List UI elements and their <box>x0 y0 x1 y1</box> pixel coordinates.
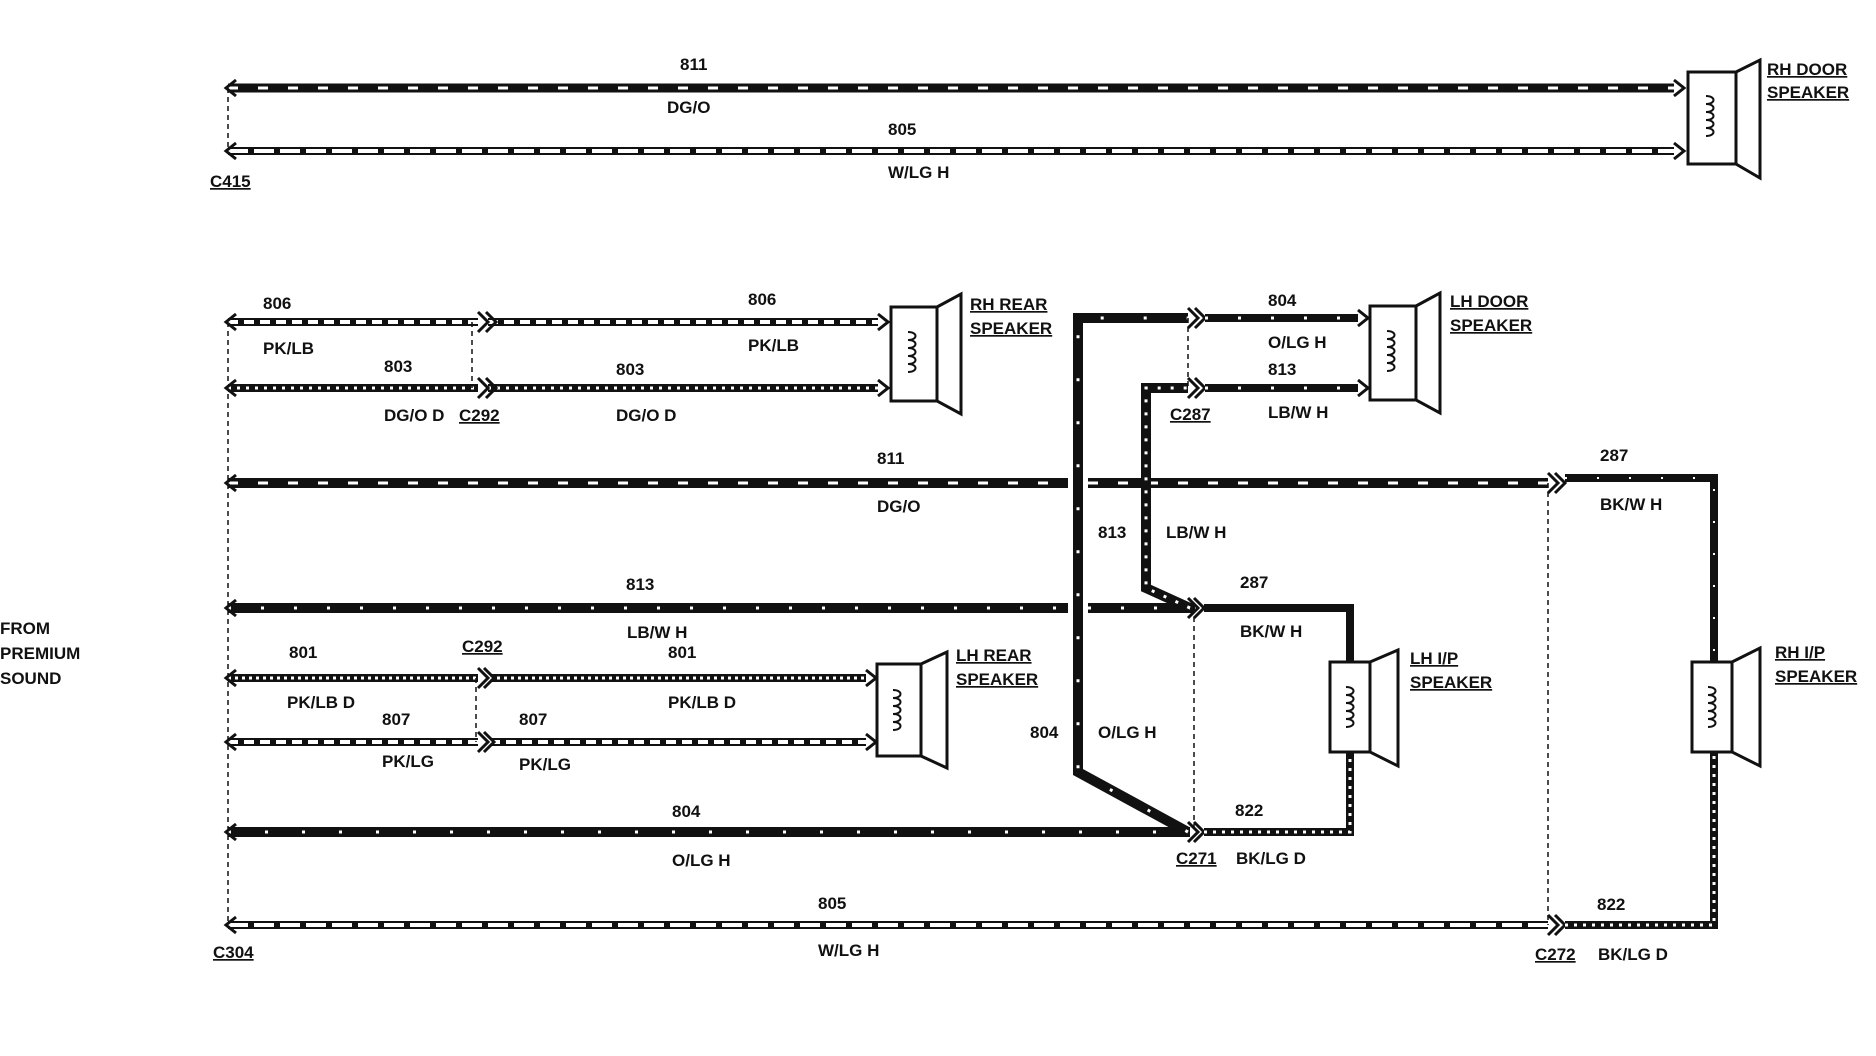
rh-door-speaker-icon <box>1673 57 1762 181</box>
source-label-3: SOUND <box>0 669 61 688</box>
wire-822-lhip-number: 822 <box>1235 801 1263 820</box>
wire-807-right-color: PK/LG <box>519 755 571 774</box>
wire-803-right-color: DG/O D <box>616 406 676 425</box>
wire-804-vert-number: 804 <box>1030 723 1059 742</box>
lh-ip-speaker-label-2: SPEAKER <box>1410 673 1492 692</box>
wire-813-vertical: 813 LB/W H <box>1098 383 1226 613</box>
wire-805-color: W/LG H <box>888 163 949 182</box>
wire-807-left-color: PK/LG <box>382 752 434 771</box>
wire-811-number: 811 <box>680 55 707 74</box>
rh-rear-speaker-icon <box>877 291 963 417</box>
wire-811-mid: 811 DG/O <box>228 449 1548 516</box>
connector-c271: C271 <box>1176 849 1217 868</box>
wire-804-lhdoor-color: O/LG H <box>1268 333 1327 352</box>
wire-807-right-number: 807 <box>519 710 547 729</box>
rh-ip-speaker-label-2: SPEAKER <box>1775 667 1857 686</box>
connector-c287: C287 <box>1170 405 1211 424</box>
wire-804-vertical: 804 O/LG H <box>1030 313 1191 837</box>
connector-c415: C415 <box>210 172 251 191</box>
rh-ip-speaker-icon <box>1690 645 1762 769</box>
c272-connector <box>1546 471 1568 937</box>
rh-rear-speaker-label-2: SPEAKER <box>970 319 1052 338</box>
c292-lower-connector <box>476 666 497 754</box>
lh-ip-speaker-icon <box>1328 647 1400 769</box>
wire-806-left-number: 806 <box>263 294 291 313</box>
wire-803-left-number: 803 <box>384 357 412 376</box>
wire-822-lhip-color: BK/LG D <box>1236 849 1306 868</box>
wire-807-left-number: 807 <box>382 710 410 729</box>
wire-807: 807 PK/LG 807 PK/LG <box>228 710 866 774</box>
wire-822-rhip-color: BK/LG D <box>1598 945 1668 964</box>
wire-801-left-color: PK/LB D <box>287 693 355 712</box>
wire-822-lhip: 822 BK/LG D <box>1204 752 1354 868</box>
wire-801-right-number: 801 <box>668 643 696 662</box>
wire-287-rhip-number: 287 <box>1600 446 1628 465</box>
wire-801: 801 PK/LB D 801 PK/LB D <box>228 643 866 712</box>
wire-804-bottom-color: O/LG H <box>672 851 731 870</box>
rh-door-speaker-label-1: RH DOOR <box>1767 60 1847 79</box>
wire-803: 803 DG/O D 803 DG/O D <box>228 357 878 425</box>
wire-806-left-color: PK/LB <box>263 339 314 358</box>
connector-arrows <box>223 78 237 161</box>
wire-811-mid-number: 811 <box>877 449 904 468</box>
wire-804-bottom: 804 O/LG H <box>228 802 1190 870</box>
wire-287-lhip: 287 BK/W H <box>1204 573 1354 662</box>
wire-813-lhdoor-color: LB/W H <box>1268 403 1328 422</box>
wire-287-rhip: 287 BK/W H <box>1565 446 1718 662</box>
lh-door-speaker-label-2: SPEAKER <box>1450 316 1532 335</box>
lh-rear-speaker-icon <box>865 649 949 771</box>
wire-801-right-color: PK/LB D <box>668 693 736 712</box>
wire-813-mid-color: LB/W H <box>627 623 687 642</box>
wire-811-color: DG/O <box>667 98 710 117</box>
wire-811-mid-color: DG/O <box>877 497 920 516</box>
lh-door-speaker-icon <box>1357 290 1442 416</box>
wire-805-number: 805 <box>888 120 916 139</box>
wire-805-bottom: 805 W/LG H <box>228 894 1548 960</box>
rh-door-speaker-label-2: SPEAKER <box>1767 83 1849 102</box>
wire-287-lhip-number: 287 <box>1240 573 1268 592</box>
wire-805-top: 805 W/LG H <box>228 120 1674 182</box>
wire-813-lhdoor: 813 LB/W H <box>1205 360 1358 422</box>
c287-connector <box>1186 306 1208 400</box>
wire-813-lhdoor-number: 813 <box>1268 360 1296 379</box>
wire-804-vert-color: O/LG H <box>1098 723 1157 742</box>
source-label-1: FROM <box>0 619 50 638</box>
source-label-2: PREMIUM <box>0 644 80 663</box>
wire-813-vert-number: 813 <box>1098 523 1126 542</box>
wire-811-top: 811 DG/O <box>228 55 1674 117</box>
wire-804-lhdoor-number: 804 <box>1268 291 1297 310</box>
wire-803-right-number: 803 <box>616 360 644 379</box>
wire-806: 806 PK/LB 806 PK/LB <box>228 290 878 358</box>
wire-822-rhip-number: 822 <box>1597 895 1625 914</box>
wire-801-left-number: 801 <box>289 643 317 662</box>
wire-804-lhdoor: 804 O/LG H <box>1205 291 1358 352</box>
wire-813-mid: 813 LB/W H <box>228 575 1195 642</box>
lh-door-speaker-label-1: LH DOOR <box>1450 292 1528 311</box>
wire-805-bottom-number: 805 <box>818 894 846 913</box>
wire-813-mid-number: 813 <box>626 575 654 594</box>
c271-connector <box>1186 596 1207 844</box>
c304-connector-arrows <box>223 312 237 935</box>
c292-upper-connector <box>476 310 499 400</box>
wire-803-left-color: DG/O D <box>384 406 444 425</box>
wire-813-vert-color: LB/W H <box>1166 523 1226 542</box>
lh-rear-speaker-label-2: SPEAKER <box>956 670 1038 689</box>
wire-287-rhip-color: BK/W H <box>1600 495 1662 514</box>
rh-ip-speaker-label-1: RH I/P <box>1775 643 1825 662</box>
lh-rear-speaker-label-1: LH REAR <box>956 646 1032 665</box>
connector-c272: C272 <box>1535 945 1576 964</box>
connector-c304: C304 <box>213 943 254 962</box>
wire-805-bottom-color: W/LG H <box>818 941 879 960</box>
connector-c292-lower: C292 <box>462 637 503 656</box>
lh-ip-speaker-label-1: LH I/P <box>1410 649 1458 668</box>
wire-806-right-color: PK/LB <box>748 336 799 355</box>
connector-c292-upper: C292 <box>459 406 500 425</box>
wire-287-lhip-color: BK/W H <box>1240 622 1302 641</box>
wire-822-rhip: 822 BK/LG D <box>1565 752 1718 964</box>
wire-806-right-number: 806 <box>748 290 776 309</box>
rh-rear-speaker-label-1: RH REAR <box>970 295 1047 314</box>
wire-804-bottom-number: 804 <box>672 802 701 821</box>
